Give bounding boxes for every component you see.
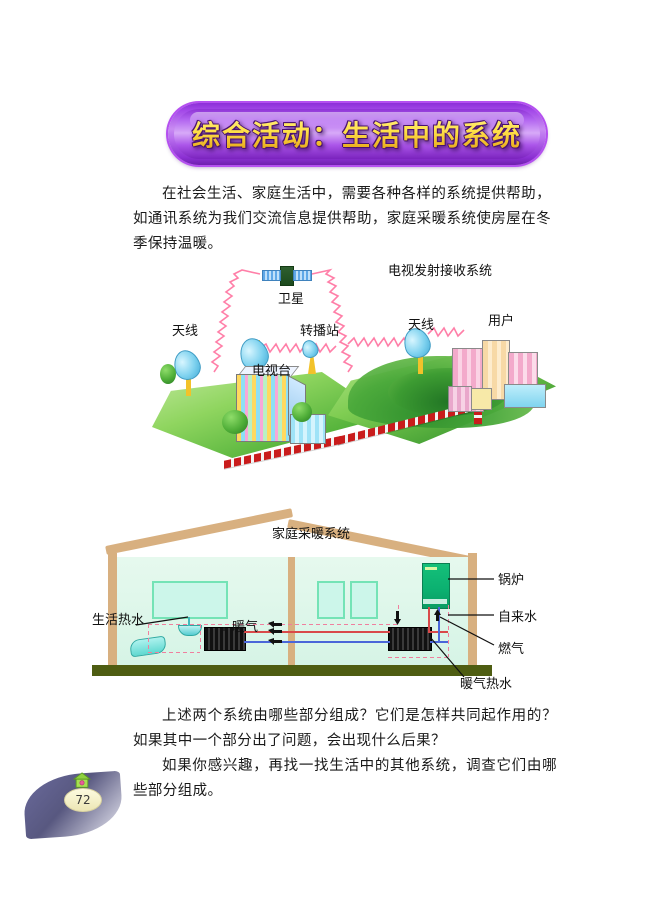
tree-decoration	[292, 402, 312, 422]
question-paragraph-2: 如果你感兴趣，再找一找生活中的其他系统，调查它们由哪些部分组成。	[133, 758, 557, 799]
pipe-hot-supply	[244, 631, 390, 633]
page-number-badge: 72	[21, 760, 134, 846]
flow-arrow	[272, 623, 282, 626]
label-tv-station: 电视台	[252, 364, 292, 379]
house-wall-left	[108, 553, 117, 665]
label-relay-station: 转播站	[300, 324, 340, 339]
page-number: 72	[64, 788, 102, 812]
signal-wave-ground-left	[259, 342, 337, 354]
house-window	[317, 581, 345, 619]
label-satellite: 卫星	[278, 292, 305, 307]
figure-tv-title: 电视发射接收系统	[388, 264, 493, 279]
radiator	[388, 627, 432, 651]
flow-arrow	[272, 640, 282, 643]
pipe-return	[244, 641, 390, 643]
label-tap-water: 自来水	[498, 610, 538, 625]
page-title-banner: 综合活动：生活中的系统	[168, 103, 546, 165]
flow-arrow	[394, 619, 401, 625]
leader-line-gas	[439, 616, 495, 646]
pipe-domestic-water	[148, 652, 200, 653]
signal-wave-to-user	[427, 326, 465, 338]
satellite-solar-panel-left	[262, 270, 281, 281]
house-window	[152, 581, 228, 619]
house-wall-middle	[288, 557, 295, 665]
pipe-domestic-water	[148, 624, 149, 652]
house-ground-strip	[92, 665, 492, 676]
banner-inner-fill	[174, 109, 540, 159]
figure-home-heating-system: 家庭采暖系统 锅炉 自来水 燃气 生活热水 暖气 暖气热水	[92, 505, 562, 695]
intro-paragraph: 在社会生活、家庭生活中，需要各种各样的系统提供帮助，如通讯系统为我们交流信息提供…	[133, 186, 551, 252]
label-gas: 燃气	[498, 642, 525, 657]
question-paragraph-1: 上述两个系统由哪些部分组成？它们是怎样共同起作用的？如果其中一个部分出了问题，会…	[133, 708, 557, 749]
radiator	[204, 627, 246, 651]
flow-arrow	[434, 609, 441, 615]
label-boiler: 锅炉	[498, 573, 525, 588]
house-window	[350, 581, 378, 619]
pipe-domestic-water	[200, 624, 201, 652]
antenna-right-mast	[418, 342, 423, 374]
flow-arrow	[396, 611, 399, 619]
page-title: 综合活动：生活中的系统	[168, 103, 546, 165]
faucet	[188, 617, 190, 626]
flow-arrow	[272, 630, 282, 633]
tv-station-building	[236, 374, 290, 442]
user-building	[504, 384, 546, 408]
satellite-solar-panel-right	[293, 270, 312, 281]
user-building	[448, 386, 472, 412]
flow-arrow	[268, 638, 274, 645]
pipe-domestic-water	[388, 657, 448, 658]
flow-arrow	[268, 628, 274, 635]
flow-arrow	[268, 621, 274, 628]
pipe-riser-return	[438, 607, 440, 643]
house-wall-right	[468, 553, 477, 665]
pipe-domestic-water	[448, 605, 449, 657]
figure-heating-title: 家庭采暖系统	[272, 527, 351, 542]
tree-decoration	[160, 364, 176, 384]
flow-arrow-group	[268, 609, 441, 645]
figure-tv-broadcast-system: 电视发射接收系统 卫星 天线 转播站 天线 用户 电视台	[152, 252, 556, 469]
label-antenna-left: 天线	[172, 324, 199, 339]
boiler-base-panel	[423, 599, 447, 604]
leader-line-heat-water	[429, 636, 465, 678]
label-user: 用户	[488, 314, 515, 329]
label-heating-hot-water: 暖气热水	[460, 677, 513, 692]
signal-wave-uplink	[210, 269, 261, 373]
banner-gloss-highlight	[190, 112, 524, 128]
label-domestic-hot-water: 生活热水	[92, 613, 145, 628]
label-antenna-right: 天线	[408, 318, 435, 333]
leader-line-group	[135, 578, 495, 678]
house-icon	[73, 772, 91, 788]
relay-station-tower	[308, 346, 316, 374]
signal-wave-downlink	[311, 268, 354, 373]
tree-decoration	[222, 410, 248, 434]
leader-line-hot-water	[135, 616, 189, 626]
boiler-display-strip	[425, 567, 437, 570]
pipe-riser-hot	[428, 607, 430, 633]
label-radiator: 暖气	[232, 620, 259, 635]
